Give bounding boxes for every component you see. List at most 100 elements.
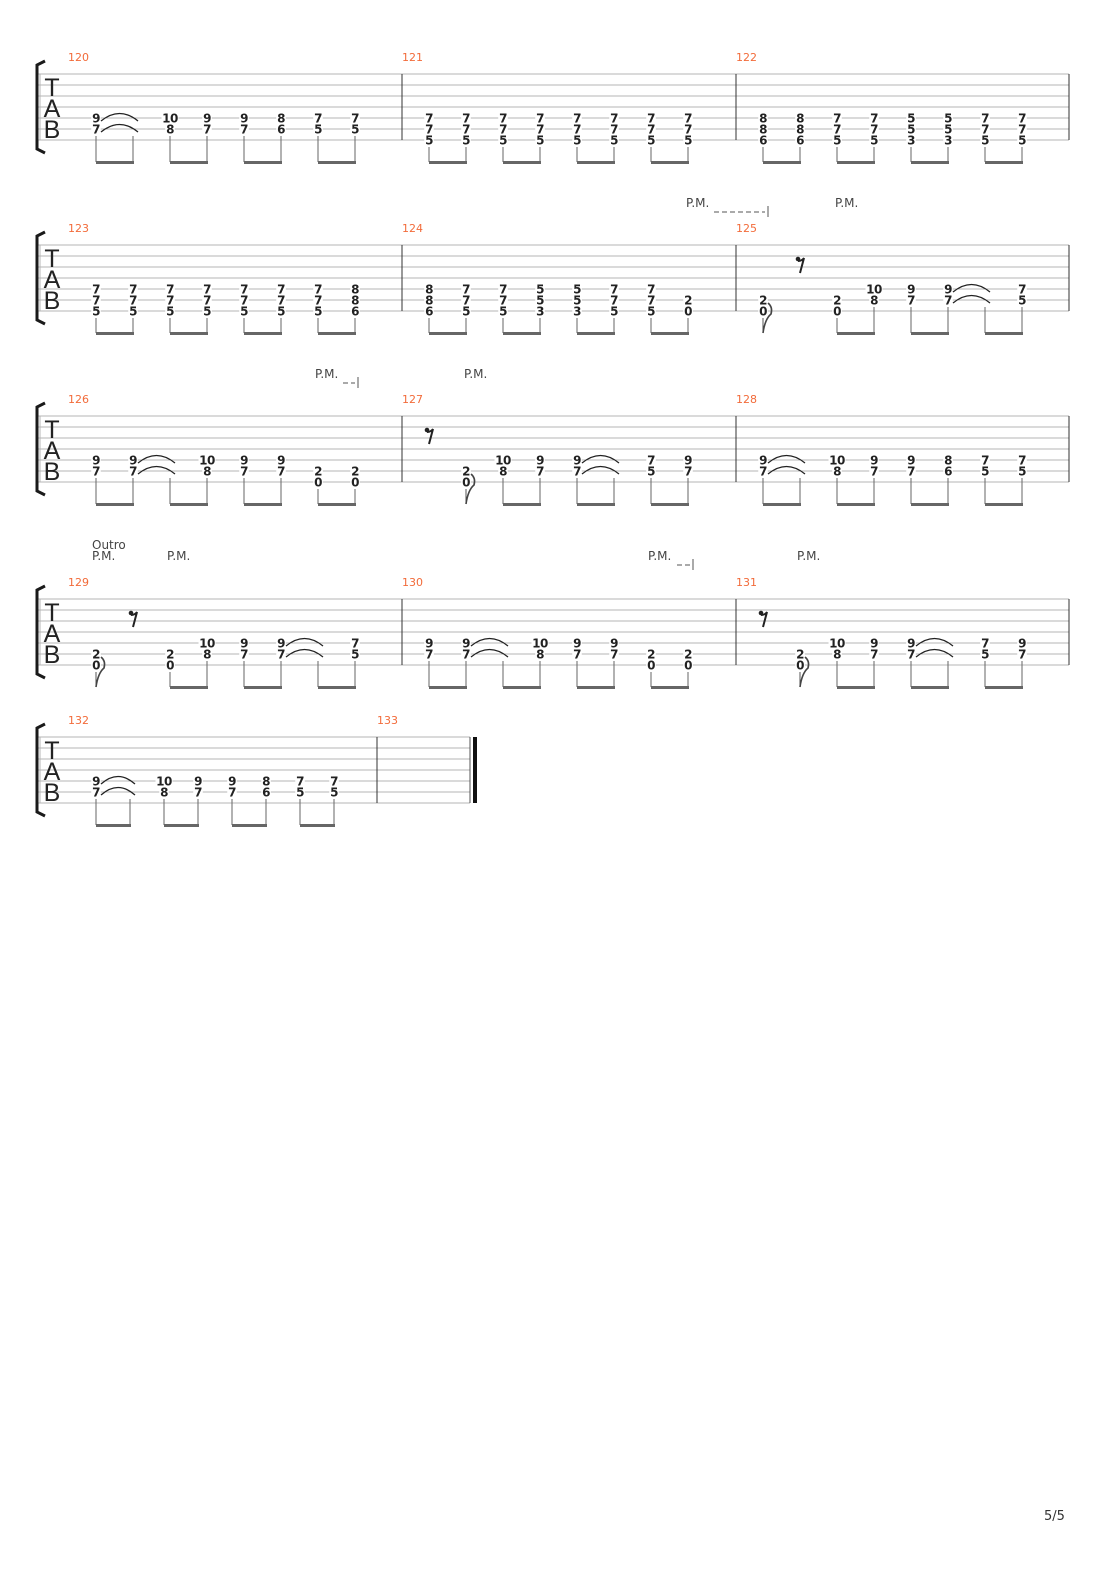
fret-number: 9 bbox=[92, 775, 100, 789]
palm-mute-label: P.M. bbox=[835, 196, 858, 210]
fret-knockout bbox=[165, 124, 175, 134]
fret-number: 8 bbox=[277, 112, 285, 126]
eighth-rest-icon bbox=[424, 427, 434, 445]
fret-knockout bbox=[906, 466, 916, 476]
fret-number: 9 bbox=[536, 454, 544, 468]
beam bbox=[651, 503, 689, 506]
fret-number: 9 bbox=[277, 637, 285, 651]
fret-number: 7 bbox=[314, 112, 322, 126]
fret-knockout bbox=[313, 306, 323, 316]
fret-number: 5 bbox=[647, 465, 655, 479]
fret-knockout bbox=[572, 124, 582, 134]
fret-knockout bbox=[531, 638, 549, 648]
fret-knockout bbox=[869, 466, 879, 476]
fret-knockout bbox=[572, 306, 582, 316]
fret-knockout bbox=[239, 466, 249, 476]
fret-knockout bbox=[202, 295, 212, 305]
fret-knockout bbox=[1017, 135, 1027, 145]
fret-number: 2 bbox=[351, 465, 359, 479]
palm-mute-label: P.M. bbox=[648, 549, 671, 563]
fret-number: 7 bbox=[610, 123, 618, 137]
fret-knockout bbox=[980, 649, 990, 659]
tie-arc bbox=[952, 283, 991, 293]
fret-number: 5 bbox=[573, 283, 581, 297]
fret-knockout bbox=[906, 284, 916, 294]
fret-knockout bbox=[943, 113, 953, 123]
fret-number: 3 bbox=[944, 134, 952, 148]
fret-number: 7 bbox=[425, 648, 433, 662]
fret-knockout bbox=[202, 124, 212, 134]
fret-knockout bbox=[128, 466, 138, 476]
fret-number: 8 bbox=[944, 454, 952, 468]
fret-knockout bbox=[159, 787, 169, 797]
beam bbox=[232, 824, 267, 827]
fret-knockout bbox=[350, 649, 360, 659]
measure-number: 124 bbox=[402, 222, 423, 235]
fret-knockout bbox=[498, 306, 508, 316]
fret-knockout bbox=[165, 306, 175, 316]
tie-arc bbox=[470, 648, 509, 658]
fret-number: 7 bbox=[499, 294, 507, 308]
fret-number: 8 bbox=[262, 775, 270, 789]
fret-knockout bbox=[424, 124, 434, 134]
fret-knockout bbox=[329, 776, 339, 786]
fret-number: 7 bbox=[981, 112, 989, 126]
fret-knockout bbox=[758, 135, 768, 145]
fret-knockout bbox=[1017, 649, 1027, 659]
fret-number: 7 bbox=[1018, 283, 1026, 297]
fret-knockout bbox=[683, 135, 693, 145]
fret-knockout bbox=[535, 466, 545, 476]
fret-knockout bbox=[155, 776, 173, 786]
fret-knockout bbox=[461, 466, 471, 476]
fret-number: 7 bbox=[907, 465, 915, 479]
fret-number: 0 bbox=[166, 659, 174, 673]
fret-knockout bbox=[295, 776, 305, 786]
measure-number: 132 bbox=[68, 714, 89, 727]
fret-knockout bbox=[832, 295, 842, 305]
beam bbox=[318, 332, 356, 335]
fret-number: 5 bbox=[1018, 465, 1026, 479]
fret-number: 7 bbox=[684, 123, 692, 137]
fret-knockout bbox=[261, 787, 271, 797]
fret-number: 7 bbox=[240, 648, 248, 662]
beam bbox=[96, 161, 134, 164]
fret-number: 7 bbox=[296, 775, 304, 789]
palm-mute-label: P.M. bbox=[464, 367, 487, 381]
fret-number: 7 bbox=[573, 123, 581, 137]
fret-number: 6 bbox=[277, 123, 285, 137]
fret-number: 7 bbox=[92, 294, 100, 308]
fret-number: 9 bbox=[462, 637, 470, 651]
fret-number: 7 bbox=[462, 283, 470, 297]
fret-number: 5 bbox=[536, 294, 544, 308]
fret-knockout bbox=[609, 284, 619, 294]
fret-knockout bbox=[906, 124, 916, 134]
fret-number: 5 bbox=[351, 648, 359, 662]
fret-knockout bbox=[91, 466, 101, 476]
fret-number: 5 bbox=[833, 134, 841, 148]
fret-number: 7 bbox=[870, 112, 878, 126]
fret-number: 8 bbox=[759, 112, 767, 126]
fret-number: 8 bbox=[166, 123, 174, 137]
beam bbox=[429, 161, 467, 164]
fret-knockout bbox=[832, 306, 842, 316]
fret-number: 5 bbox=[240, 305, 248, 319]
beam bbox=[300, 824, 335, 827]
fret-knockout bbox=[1017, 638, 1027, 648]
fret-number: 5 bbox=[330, 786, 338, 800]
fret-number: 9 bbox=[194, 775, 202, 789]
fret-knockout bbox=[313, 124, 323, 134]
fret-knockout bbox=[535, 284, 545, 294]
fret-number: 10 bbox=[156, 775, 172, 789]
fret-number: 5 bbox=[351, 123, 359, 137]
fret-knockout bbox=[869, 113, 879, 123]
fret-knockout bbox=[461, 638, 471, 648]
fret-number: 5 bbox=[203, 305, 211, 319]
tab-clef-letter: B bbox=[44, 641, 61, 669]
fret-number: 2 bbox=[684, 648, 692, 662]
fret-number: 0 bbox=[684, 659, 692, 673]
fret-number: 7 bbox=[277, 294, 285, 308]
fret-number: 7 bbox=[573, 465, 581, 479]
fret-number: 5 bbox=[981, 648, 989, 662]
fret-number: 7 bbox=[351, 112, 359, 126]
fret-number: 7 bbox=[462, 123, 470, 137]
